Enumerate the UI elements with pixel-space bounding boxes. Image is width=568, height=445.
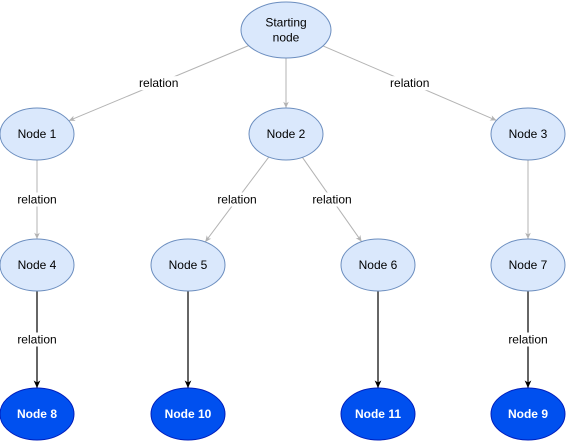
edge-label-text: relation <box>390 76 429 90</box>
node-label-line: Node 11 <box>355 407 401 421</box>
node-shape <box>490 107 566 161</box>
node-label-line: Node 4 <box>18 258 57 272</box>
edge-label-start-to-n3: relation <box>388 76 432 91</box>
node-5[interactable]: Node 5 <box>150 238 226 292</box>
node-label-line: node <box>273 31 300 45</box>
edge-label-background <box>15 192 59 207</box>
node-9[interactable]: Node 9 <box>490 387 566 441</box>
node-label-line: Node 2 <box>267 127 306 141</box>
node-1[interactable]: Node 1 <box>0 107 75 161</box>
node-11[interactable]: Node 11 <box>340 387 416 441</box>
node-shape <box>150 387 226 441</box>
node-label-line: Node 9 <box>508 407 548 421</box>
edge-label-text: relation <box>217 193 256 207</box>
node-label: Node 7 <box>509 258 548 272</box>
node-label: Node 10 <box>165 407 212 421</box>
node-label-line: Starting <box>265 16 306 30</box>
edge-label-text: relation <box>17 333 56 347</box>
node-shape <box>490 387 566 441</box>
edge-label-start-to-n1: relation <box>137 76 181 91</box>
edge-label-n1-to-n4: relation <box>15 192 59 207</box>
node-7[interactable]: Node 7 <box>490 238 566 292</box>
node-10[interactable]: Node 10 <box>150 387 226 441</box>
edge-label-n7-to-n9: relation <box>506 332 550 347</box>
node-label-line: Node 10 <box>165 407 212 421</box>
edge-label-background <box>506 332 550 347</box>
node-shape <box>0 238 75 292</box>
edge-labels-layer: relation relation relation relation relation… <box>15 76 550 347</box>
node-4[interactable]: Node 4 <box>0 238 75 292</box>
node-8[interactable]: Node 8 <box>0 387 75 441</box>
edge-label-text: relation <box>17 193 56 207</box>
node-label: Node 11 <box>355 407 401 421</box>
node-2[interactable]: Node 2 <box>248 107 324 161</box>
node-label: Node 1 <box>18 127 57 141</box>
edge-label-n2-to-n6: relation <box>310 192 354 207</box>
edges-layer <box>33 45 532 388</box>
node-label-line: Node 7 <box>509 258 548 272</box>
node-shape <box>340 238 416 292</box>
node-label-line: Node 1 <box>18 127 57 141</box>
edge-label-n2-to-n5: relation <box>215 192 259 207</box>
node-shape <box>150 238 226 292</box>
edge-label-background <box>388 76 432 91</box>
edge-label-background <box>310 192 354 207</box>
node-label: Node 6 <box>359 258 398 272</box>
node-label: Node 4 <box>18 258 57 272</box>
node-shape <box>240 1 332 59</box>
node-6[interactable]: Node 6 <box>340 238 416 292</box>
node-label: Node 2 <box>267 127 306 141</box>
edge-label-background <box>15 332 59 347</box>
edge-label-text: relation <box>312 193 351 207</box>
node-label-line: Node 3 <box>509 127 548 141</box>
node-label-line: Node 6 <box>359 258 398 272</box>
edge-label-text: relation <box>508 333 547 347</box>
node-label: Node 3 <box>509 127 548 141</box>
node-label-line: Node 5 <box>169 258 208 272</box>
node-shape <box>340 387 416 441</box>
edge-label-background <box>215 192 259 207</box>
node-shape <box>0 387 75 441</box>
node-shape <box>248 107 324 161</box>
node-label: Node 8 <box>17 407 57 421</box>
edge-label-background <box>137 76 181 91</box>
edge-label-n4-to-n8: relation <box>15 332 59 347</box>
node-label-line: Node 8 <box>17 407 57 421</box>
node-label: Node 9 <box>508 407 548 421</box>
node-shape <box>0 107 75 161</box>
node-3[interactable]: Node 3 <box>490 107 566 161</box>
node-label: Node 5 <box>169 258 208 272</box>
node-shape <box>490 238 566 292</box>
edge-label-text: relation <box>139 76 178 90</box>
